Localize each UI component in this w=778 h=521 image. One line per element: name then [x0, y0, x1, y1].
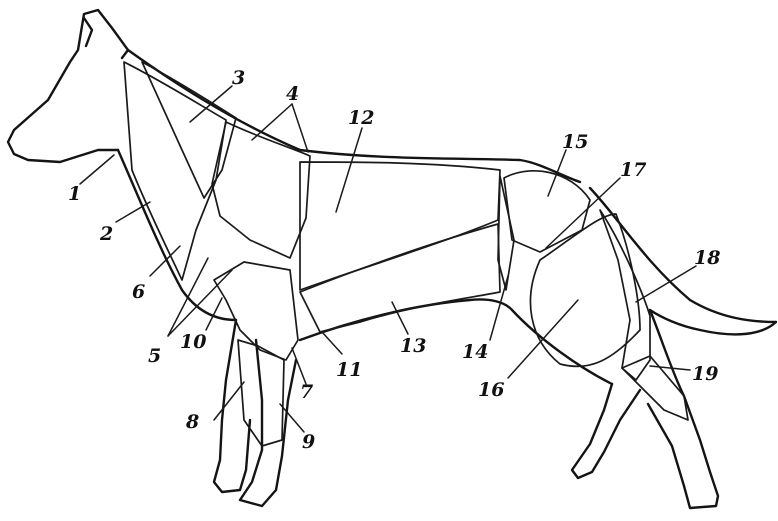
leader-3 [190, 86, 232, 122]
leader-17 [546, 178, 620, 248]
hamstring-region [600, 210, 650, 380]
leader-4a [252, 104, 292, 140]
leader-1 [80, 155, 114, 184]
callout-18: 18 [694, 247, 720, 269]
callout-15: 15 [562, 131, 588, 153]
leader-6 [150, 246, 180, 276]
leader-13 [392, 302, 408, 334]
leader-12 [336, 128, 362, 212]
gluteal-region [504, 171, 590, 252]
neck-muscle-region [124, 62, 226, 280]
callout-16: 16 [478, 379, 504, 401]
callout-4: 4 [286, 83, 299, 105]
callout-2: 2 [99, 223, 113, 245]
callout-6: 6 [132, 281, 145, 303]
callout-12: 12 [348, 107, 374, 129]
callout-8: 8 [185, 411, 199, 433]
muscle-regions [124, 62, 688, 446]
callout-10: 10 [180, 331, 206, 353]
front-leg-outline [214, 320, 296, 506]
leader-9 [280, 404, 304, 432]
shank-region [622, 356, 688, 420]
callout-5: 5 [148, 345, 161, 367]
flank-line [512, 310, 612, 384]
shoulder-region [212, 122, 310, 258]
leader-11 [322, 332, 342, 354]
callout-11: 11 [336, 359, 362, 381]
ear-inner [84, 18, 92, 46]
belly-line [300, 299, 512, 340]
callout-3: 3 [232, 67, 245, 89]
callout-7: 7 [300, 381, 313, 403]
leader-19 [650, 366, 690, 370]
trapezius-region [142, 62, 236, 198]
leader-5a [168, 258, 208, 336]
callout-17: 17 [620, 159, 646, 181]
callout-14: 14 [462, 341, 488, 363]
hind-leg-outline [572, 310, 718, 508]
callout-19: 19 [692, 363, 718, 385]
callout-1: 1 [68, 183, 81, 205]
callout-13: 13 [400, 335, 426, 357]
leader-4b [292, 104, 308, 152]
callout-9: 9 [302, 431, 315, 453]
latissimus-region [300, 162, 500, 290]
head-outline [8, 10, 128, 162]
leader-8 [214, 382, 244, 420]
ribcage-region [300, 224, 500, 332]
